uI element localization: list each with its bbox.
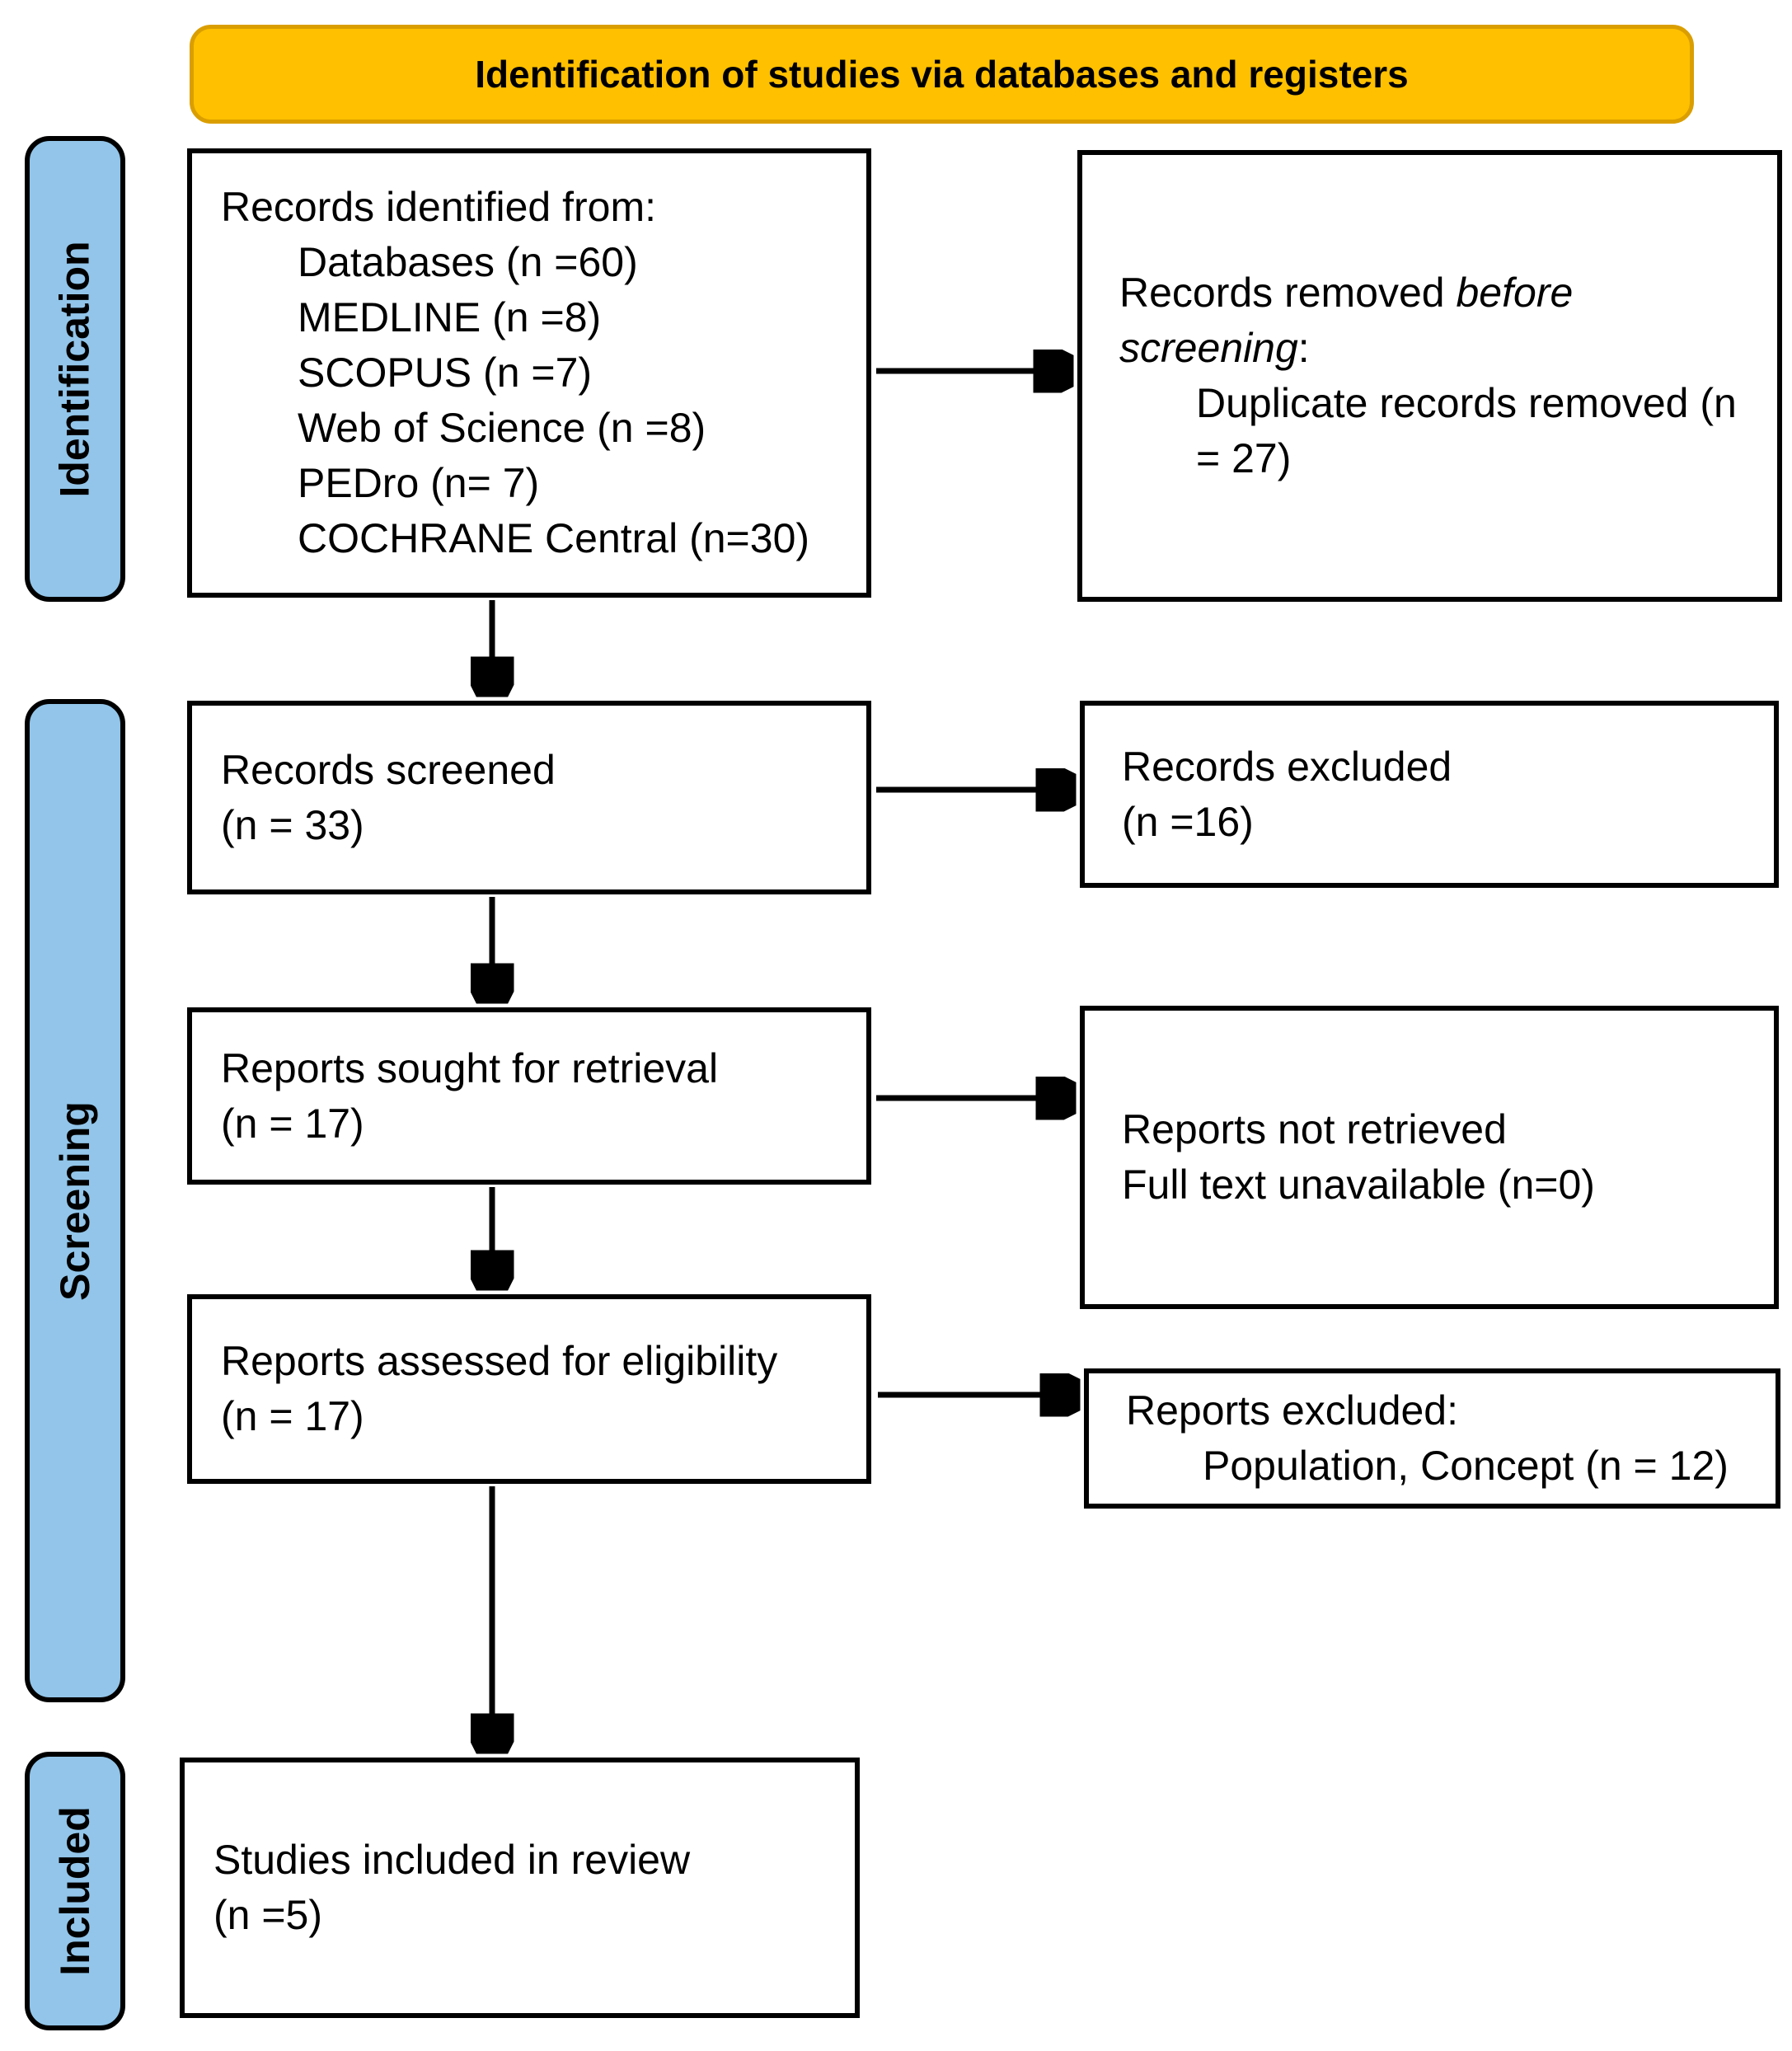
banner-title-text: Identification of studies via databases … — [475, 53, 1409, 96]
box-records-excluded: Records excluded (n =16) — [1080, 701, 1779, 888]
box-reports-sought: Reports sought for retrieval (n = 17) — [187, 1007, 871, 1185]
stage-bar-screening: Screening — [25, 699, 125, 1702]
box-reports-not-retrieved: Reports not retrieved Full text unavaila… — [1080, 1006, 1779, 1309]
banner-title: Identification of studies via databases … — [190, 25, 1694, 124]
reports-not-retrieved-line: Reports not retrieved — [1122, 1106, 1507, 1152]
records-excluded-count: (n =16) — [1122, 798, 1254, 845]
stage-label-included: Included — [52, 1806, 99, 1976]
records-identified-item: MEDLINE (n =8) — [298, 294, 602, 340]
records-identified-item: COCHRANE Central (n=30) — [298, 515, 810, 561]
box-reports-assessed: Reports assessed for eligibility (n = 17… — [187, 1294, 871, 1484]
stage-bar-included: Included — [25, 1752, 125, 2030]
records-identified-item: SCOPUS (n =7) — [298, 350, 593, 396]
records-identified-intro: Records identified from: — [221, 184, 657, 230]
box-records-identified: Records identified from: Databases (n =6… — [187, 148, 871, 598]
records-identified-item: Databases (n =60) — [298, 239, 638, 285]
records-screened-count: (n = 33) — [221, 801, 364, 848]
records-screened-line: Records screened — [221, 746, 556, 793]
box-records-removed: Records removed before screening: Duplic… — [1077, 150, 1782, 602]
records-removed-italic: before screening — [1119, 270, 1574, 371]
stage-label-screening: Screening — [52, 1101, 98, 1301]
records-removed-prefix: Records removed — [1119, 270, 1457, 316]
records-removed-heading: Records removed before screening: — [1119, 265, 1757, 376]
records-identified-item: PEDro (n= 7) — [298, 460, 540, 506]
studies-included-count: (n =5) — [213, 1892, 323, 1938]
records-removed-item: Duplicate records removed (n = 27) — [1196, 380, 1737, 481]
box-reports-excluded: Reports excluded: Population, Concept (n… — [1084, 1368, 1780, 1509]
studies-included-line: Studies included in review — [213, 1837, 691, 1883]
stage-label-identification: Identification — [52, 240, 99, 498]
reports-sought-count: (n = 17) — [221, 1100, 364, 1147]
reports-sought-line: Reports sought for retrieval — [221, 1044, 719, 1091]
box-records-screened: Records screened (n = 33) — [187, 701, 871, 894]
reports-assessed-line: Reports assessed for eligibility — [221, 1338, 778, 1384]
records-excluded-line: Records excluded — [1122, 743, 1452, 790]
records-removed-suffix: : — [1297, 325, 1310, 371]
stage-bar-identification: Identification — [25, 136, 125, 602]
box-studies-included: Studies included in review (n =5) — [180, 1758, 860, 2018]
records-identified-item: Web of Science (n =8) — [298, 405, 706, 451]
reports-excluded-item: Population, Concept (n = 12) — [1203, 1443, 1729, 1489]
reports-assessed-count: (n = 17) — [221, 1393, 364, 1439]
reports-not-retrieved-detail: Full text unavailable (n=0) — [1122, 1162, 1595, 1208]
reports-excluded-intro: Reports excluded: — [1126, 1387, 1459, 1434]
